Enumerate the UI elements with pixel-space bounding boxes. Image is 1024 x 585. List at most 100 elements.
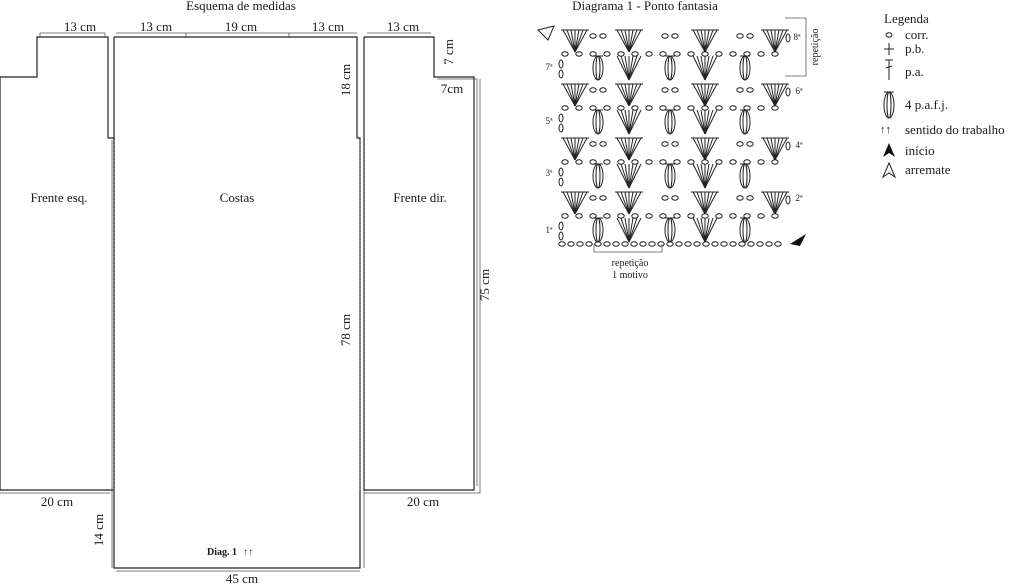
right-front-label: Frente dir. [393, 190, 446, 205]
chain-stitch [729, 213, 737, 219]
v-stitch [628, 109, 634, 135]
back-neck-measure: 19 cm [225, 19, 257, 34]
fan-stitch [574, 137, 588, 161]
fan-stitch [616, 29, 630, 53]
fan-stitch [574, 29, 588, 53]
fan-stitch [700, 191, 706, 215]
chain-stitch [603, 105, 611, 111]
chain-stitch [589, 159, 597, 165]
v-stitch [704, 55, 714, 81]
fan-stitch [628, 191, 642, 215]
v-stitch [692, 55, 706, 81]
chain-stitch [661, 195, 669, 201]
fan-stitch [704, 83, 718, 107]
v-stitch [624, 163, 630, 189]
fan-stitch [574, 83, 588, 107]
chain-stitch [589, 33, 597, 39]
chain-stitch [715, 105, 723, 111]
chain-stitch [736, 33, 744, 39]
chain-stitch [612, 241, 620, 247]
fan-stitch [774, 29, 780, 53]
finish-legend-icon [881, 161, 897, 179]
chain-stitch [617, 51, 625, 57]
fan-stitch [570, 137, 576, 161]
v-stitch [696, 109, 706, 135]
fan-stitch [700, 137, 706, 161]
turning-chain [558, 69, 564, 79]
legend: Legenda corr. p.b. p.a. 4 p.a.f.j. ↑↑ se… [880, 11, 1005, 179]
row-number-4: 4ª [796, 140, 804, 150]
chain-stitch [603, 241, 611, 247]
fan-stitch [766, 191, 776, 215]
chain-stitch [645, 159, 653, 165]
v-stitch [628, 217, 634, 243]
chain-stitch [589, 105, 597, 111]
fan-stitch [774, 191, 780, 215]
v-stitch [692, 217, 706, 243]
v-stitch [616, 109, 630, 135]
finish-arrow-icon [537, 25, 555, 41]
fan-stitch [620, 191, 630, 215]
chain-stitch [743, 51, 751, 57]
cluster-stitch [664, 55, 676, 81]
fan-stitch [692, 83, 706, 107]
turning-chain [785, 195, 791, 205]
fan-stitch [628, 191, 634, 215]
chain-stitch [771, 105, 779, 111]
horizontal-repeat-bracket [593, 244, 663, 253]
v-stitch [700, 163, 706, 189]
fan-stitch [774, 191, 788, 215]
chain-stitch [645, 51, 653, 57]
cluster-stitch [592, 109, 604, 135]
chain-stitch [603, 213, 611, 219]
chain-stitch [659, 105, 667, 111]
fan-stitch [566, 191, 576, 215]
vertical-repeat-bracket [785, 17, 807, 77]
chain-stitch [765, 241, 773, 247]
chain-stitch [675, 241, 683, 247]
fan-stitch [574, 191, 580, 215]
start-legend-icon [883, 143, 895, 157]
diagram-title: Diagrama 1 - Ponto fantasia [572, 0, 718, 13]
fan-stitch [774, 191, 784, 215]
chain-stitch [645, 105, 653, 111]
chain-stitch [736, 87, 744, 93]
cluster-stitch [592, 163, 604, 189]
fan-stitch [766, 29, 776, 53]
legend-item-cluster: 4 p.a.f.j. [905, 97, 948, 112]
chain-stitch [631, 105, 639, 111]
fan-stitch [628, 83, 642, 107]
fan-stitch [624, 83, 630, 107]
turning-chain [558, 59, 564, 69]
chain-stitch [630, 241, 638, 247]
fan-stitch [774, 137, 788, 161]
fan-stitch [770, 191, 776, 215]
chain-stitch [631, 213, 639, 219]
chain-stitch [715, 213, 723, 219]
chain-stitch [687, 51, 695, 57]
v-stitch [628, 109, 638, 135]
row-number-8: 8ª [794, 32, 802, 42]
fan-stitch [704, 137, 718, 161]
v-stitch [692, 109, 706, 135]
cluster-stitch-inner [742, 163, 748, 189]
fan-stitch [616, 137, 630, 161]
fan-stitch [704, 137, 710, 161]
v-stitch [624, 109, 630, 135]
left-bottom-measure: 20 cm [41, 494, 73, 509]
cluster-stitch-inner [742, 217, 748, 243]
turning-chain [558, 113, 564, 123]
turning-chain [785, 33, 791, 43]
row-number-7: 7ª [546, 62, 554, 72]
fan-stitch [620, 137, 630, 161]
cluster-stitch [739, 217, 751, 243]
v-stitch [704, 109, 714, 135]
fan-stitch [570, 191, 576, 215]
vertical-repeat-label: repetição [810, 29, 821, 66]
chain-stitch [687, 159, 695, 165]
chain-stitch [687, 105, 695, 111]
row-number-2: 2ª [796, 193, 804, 203]
fan-stitch [616, 83, 630, 107]
fan-stitch [774, 29, 788, 53]
cluster-stitch-inner [742, 55, 748, 81]
